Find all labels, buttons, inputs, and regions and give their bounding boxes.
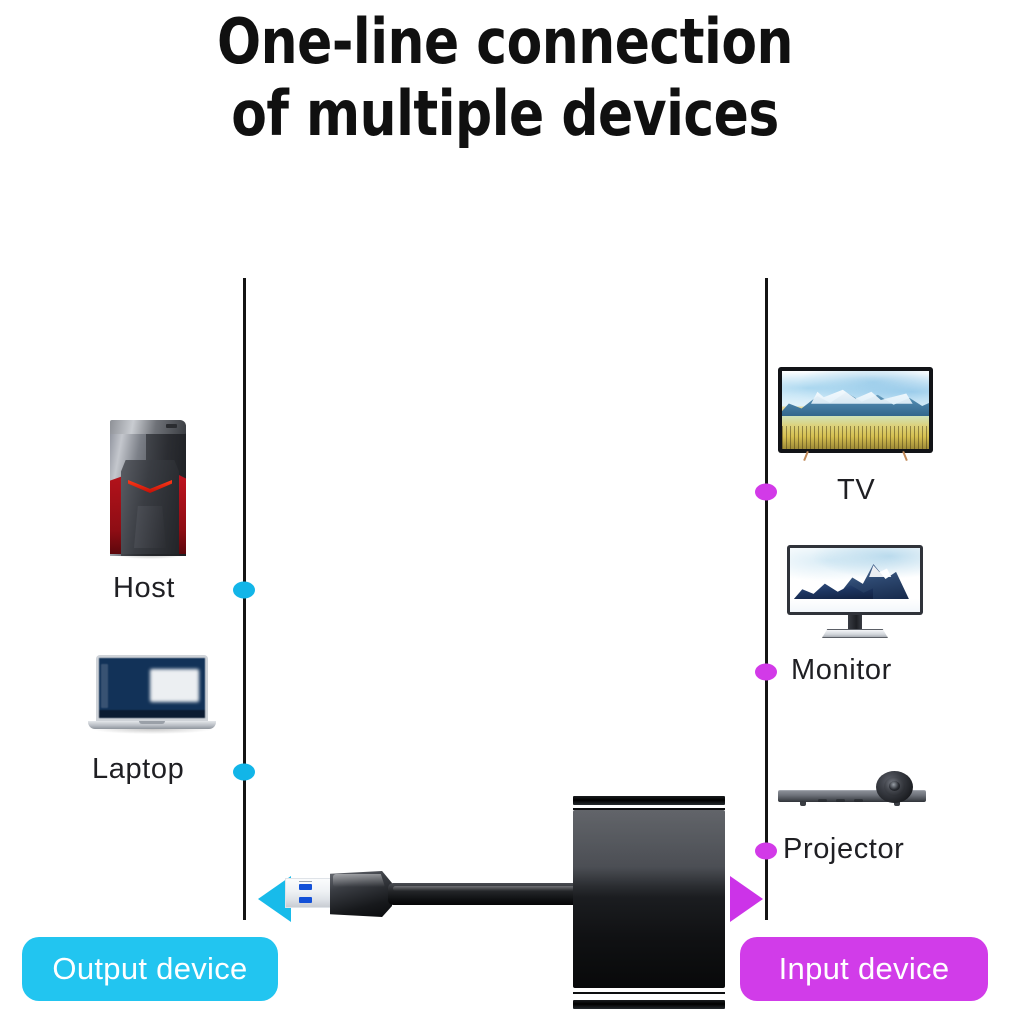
desktop-tower-icon [104,420,196,560]
computer-monitor-icon [787,545,923,641]
output-node-host [233,581,255,599]
usb-a-3.0-plug-icon [285,878,333,908]
page-title-line-2: of multiple devices [231,77,779,150]
output-device-badge-label: Output device [52,951,248,986]
projector-icon [778,765,928,825]
device-label-host: Host [113,572,176,604]
device-label-projector: Projector [783,833,905,865]
cable-icon [388,883,581,905]
output-device-badge: Output device [22,937,278,1001]
device-label-laptop: Laptop [92,753,185,785]
output-rail [243,278,246,920]
usb-hub-adapter [285,796,745,1010]
input-node-tv [755,483,777,501]
output-node-laptop [233,763,255,781]
device-label-monitor: Monitor [791,654,892,686]
hub-body-icon [573,810,725,988]
page-title: One-line connection of multiple devices [35,6,974,150]
input-device-badge-label: Input device [778,951,950,986]
triangle-right-icon [730,876,763,922]
input-rail [765,278,768,920]
television-icon [778,367,933,463]
usb-plug-housing [330,871,392,917]
device-label-tv: TV [837,474,876,506]
input-device-badge: Input device [740,937,988,1001]
input-node-monitor [755,663,777,681]
laptop-icon [88,655,216,737]
input-node-projector [755,842,777,860]
page-title-line-1: One-line connection [217,5,793,78]
